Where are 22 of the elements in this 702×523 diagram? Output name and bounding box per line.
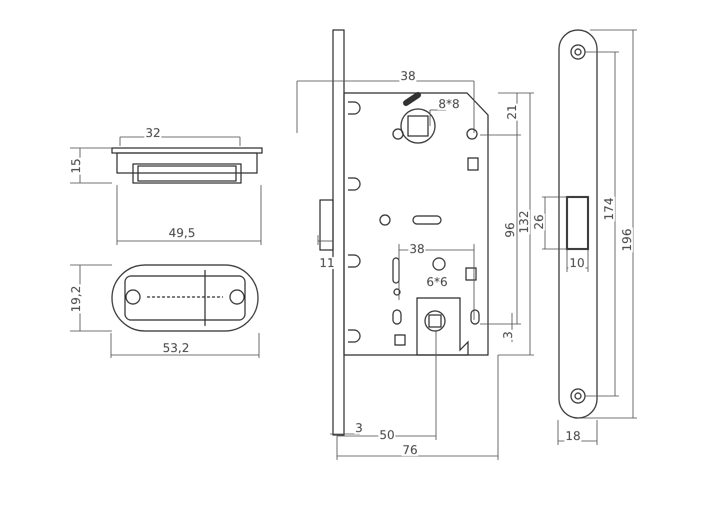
dimension-label: 38 [399, 70, 417, 82]
dimension-label: 11 [318, 257, 336, 269]
dimension-label: 174 [603, 196, 615, 222]
dimension-label: 19,2 [70, 284, 82, 314]
dimension-label: 26 [533, 213, 545, 231]
dimension-label: 196 [621, 228, 633, 252]
dimension-label: 53,2 [162, 342, 190, 354]
dimension-label: 38 [408, 243, 426, 255]
dimension-label: 132 [518, 210, 530, 234]
dimension-label: 10 [568, 257, 586, 269]
dimension-label: 3 [354, 422, 364, 434]
dimension-label: 76 [401, 444, 419, 456]
dimension-label: 6*6 [425, 276, 449, 288]
dimension-label: 18 [564, 430, 582, 442]
dimension-label: 32 [144, 127, 162, 139]
dimension-label: 21 [506, 103, 518, 121]
dimension-label: 3 [502, 330, 514, 340]
dimension-label: 49,5 [168, 227, 196, 239]
dimension-label: 50 [378, 429, 396, 441]
dimension-label: 15 [70, 157, 82, 175]
dimension-label: 96 [504, 221, 516, 239]
dimension-label: 8*8 [437, 98, 461, 110]
